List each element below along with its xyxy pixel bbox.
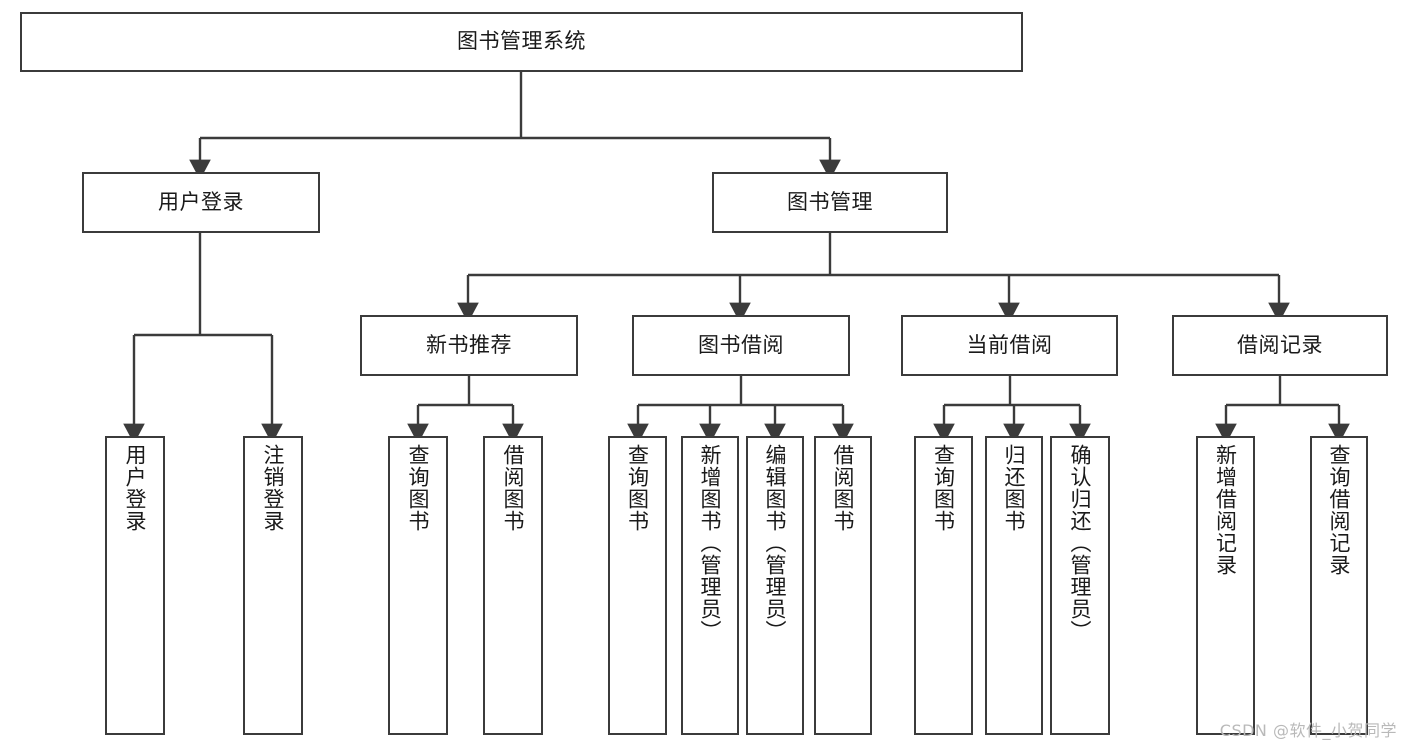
node-label: 查询图书 <box>625 444 650 532</box>
leaf-node-leaf-query-book-1[interactable]: 查询图书 <box>388 436 448 735</box>
leaf-node-leaf-query-borrow-record[interactable]: 查询借阅记录 <box>1310 436 1368 735</box>
leaf-node-leaf-query-book-2[interactable]: 查询图书 <box>608 436 667 735</box>
node-label: 注销登录 <box>261 444 286 532</box>
node-label: 图书借阅 <box>698 332 784 357</box>
leaf-node-leaf-query-book-3[interactable]: 查询图书 <box>914 436 973 735</box>
node-label: 新增图书（管理员） <box>698 444 723 642</box>
leaf-node-leaf-user-login[interactable]: 用户登录 <box>105 436 165 735</box>
node-current-borrow[interactable]: 当前借阅 <box>901 315 1118 376</box>
leaf-node-leaf-borrow-book-2[interactable]: 借阅图书 <box>814 436 872 735</box>
node-label: 用户登录 <box>123 444 148 532</box>
node-user-login[interactable]: 用户登录 <box>82 172 320 233</box>
csdn-watermark: CSDN @软件_小贺同学 <box>1219 721 1397 740</box>
node-book-borrow[interactable]: 图书借阅 <box>632 315 850 376</box>
node-label: 借阅图书 <box>501 444 526 532</box>
node-label: 查询图书 <box>931 444 956 532</box>
node-label: 借阅图书 <box>831 444 856 532</box>
leaf-node-leaf-logout-login[interactable]: 注销登录 <box>243 436 303 735</box>
node-label: 借阅记录 <box>1237 332 1323 357</box>
node-new-book-recommend[interactable]: 新书推荐 <box>360 315 578 376</box>
node-label: 归还图书 <box>1002 444 1027 532</box>
node-label: 图书管理 <box>787 189 873 214</box>
node-label: 编辑图书（管理员） <box>763 444 788 642</box>
root-node-图书管理系统[interactable]: 图书管理系统 <box>20 12 1023 72</box>
leaf-node-leaf-add-borrow-record[interactable]: 新增借阅记录 <box>1196 436 1255 735</box>
node-label: 当前借阅 <box>966 332 1053 357</box>
node-label: 新增借阅记录 <box>1213 444 1238 576</box>
node-borrow-record[interactable]: 借阅记录 <box>1172 315 1388 376</box>
leaf-node-leaf-edit-book-admin[interactable]: 编辑图书（管理员） <box>746 436 804 735</box>
leaf-node-leaf-borrow-book-1[interactable]: 借阅图书 <box>483 436 543 735</box>
leaf-node-leaf-confirm-return-admin[interactable]: 确认归还（管理员） <box>1050 436 1110 735</box>
node-label: 确认归还（管理员） <box>1068 444 1093 642</box>
node-label: 图书管理系统 <box>457 29 586 54</box>
node-book-management[interactable]: 图书管理 <box>712 172 948 233</box>
node-label: 用户登录 <box>158 189 244 214</box>
node-label: 新书推荐 <box>426 332 512 357</box>
node-label: 查询图书 <box>406 444 431 532</box>
node-label: 查询借阅记录 <box>1327 444 1352 576</box>
leaf-node-leaf-add-book-admin[interactable]: 新增图书（管理员） <box>681 436 739 735</box>
leaf-node-leaf-return-book[interactable]: 归还图书 <box>985 436 1043 735</box>
